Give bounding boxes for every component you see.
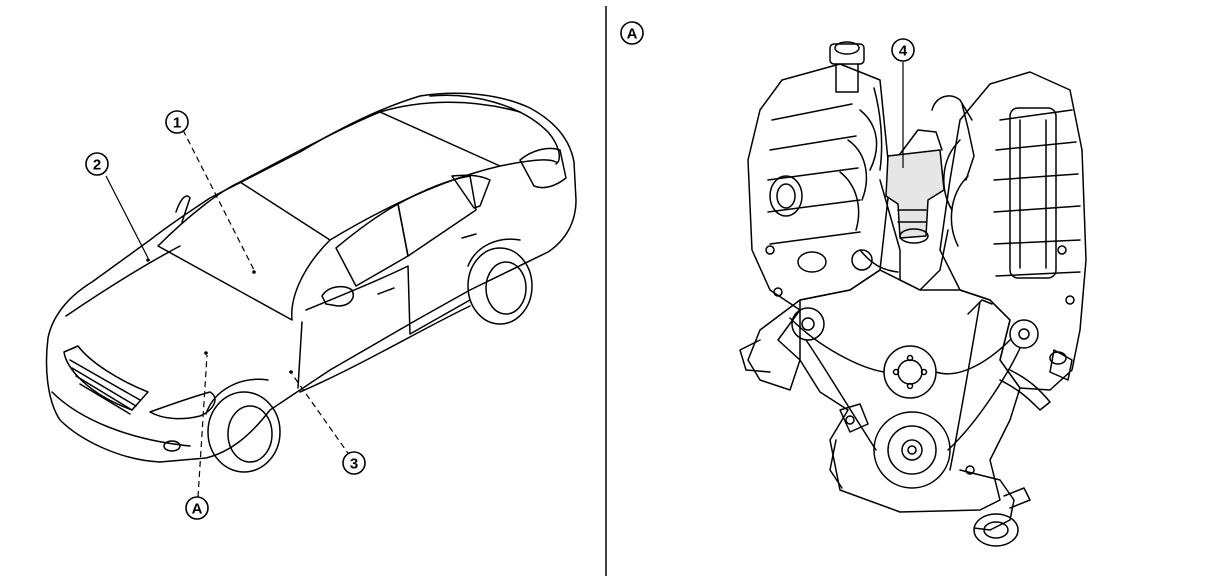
engine-illustration-icon xyxy=(739,41,1087,547)
callout-3: 3 xyxy=(342,451,366,475)
callout-view-a-reference: A xyxy=(185,496,209,520)
svg-text:A: A xyxy=(192,501,203,518)
svg-text:A: A xyxy=(627,26,638,43)
callout-4: 4 xyxy=(891,38,915,62)
svg-text:2: 2 xyxy=(93,157,101,174)
svg-text:3: 3 xyxy=(350,456,358,473)
svg-text:4: 4 xyxy=(899,43,908,60)
svg-text:1: 1 xyxy=(173,115,181,132)
leader-dots-left xyxy=(146,258,293,374)
callout-view-a-header: A xyxy=(620,21,644,45)
leader-lines-left xyxy=(105,129,351,498)
car-illustration-icon xyxy=(45,92,577,473)
callout-1: 1 xyxy=(165,110,189,134)
callout-2: 2 xyxy=(85,152,109,176)
